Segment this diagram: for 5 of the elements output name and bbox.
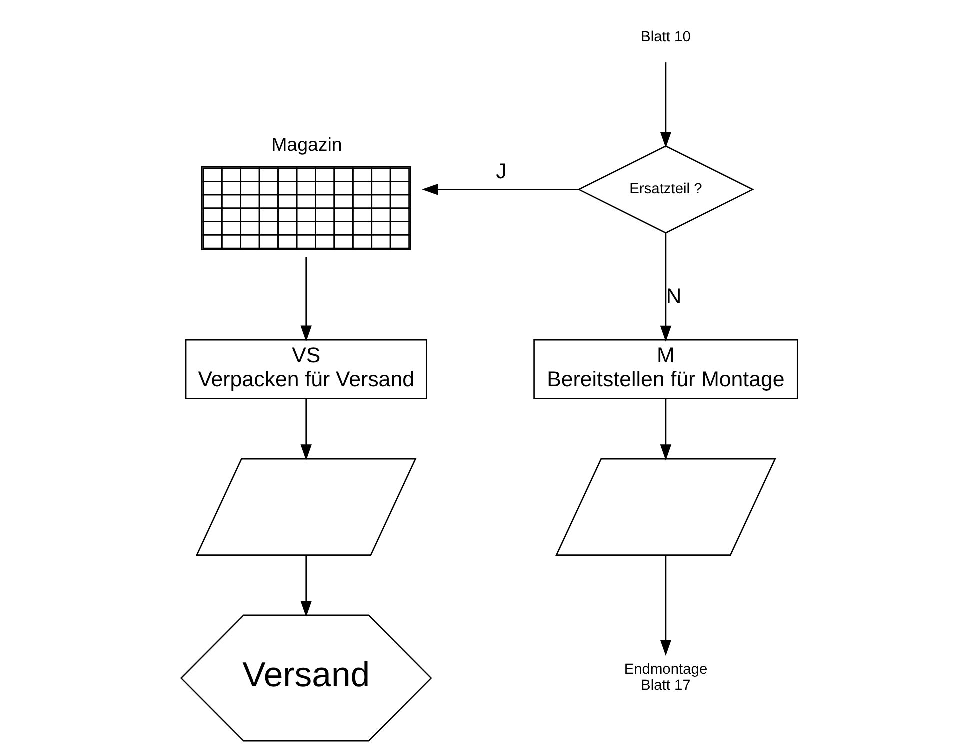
edge-label: N (666, 284, 682, 309)
node-text: Blatt 10 (641, 30, 691, 46)
edge-label: J (496, 160, 507, 184)
node-label: Magazin (272, 134, 342, 156)
node-text: Endmontage Blatt 17 (624, 662, 708, 694)
